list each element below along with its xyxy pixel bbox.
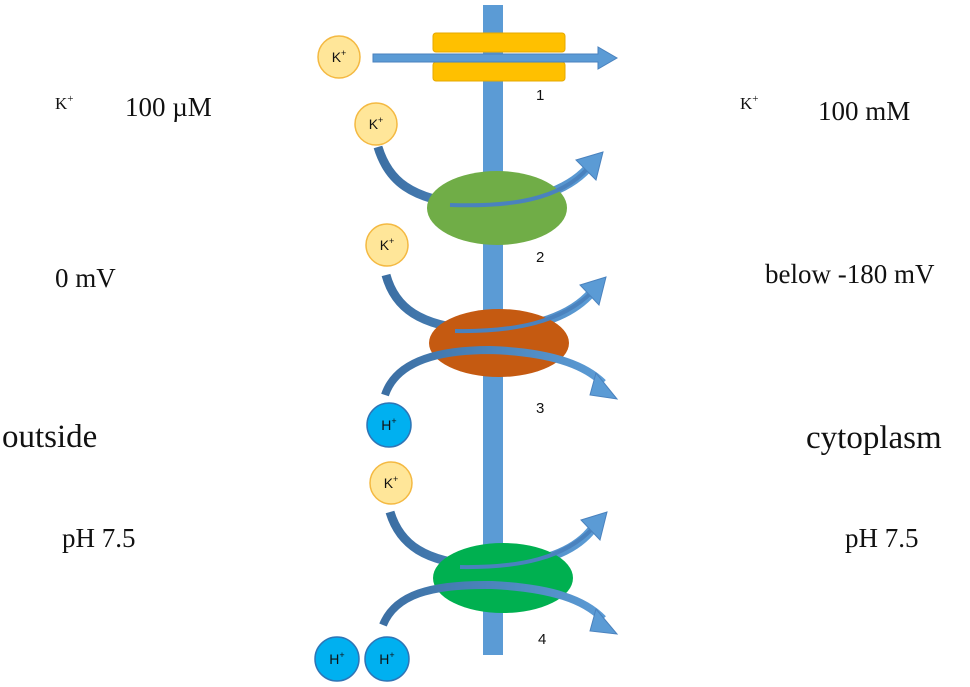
outside-potential: 0 mV (55, 263, 116, 293)
k-ion-circle (369, 461, 413, 505)
transporter-1-channel: 1 (372, 32, 618, 104)
outside-side-label: outside (2, 419, 97, 455)
transporter-4: 4 (379, 510, 619, 648)
transporter-3-protein (429, 309, 569, 377)
h-ion-label: H+ (379, 650, 394, 667)
outside-k-concentration: 100 µM (125, 92, 212, 122)
transporter-3-h-arrow-head (589, 371, 619, 400)
k-ion-label: K+ (380, 236, 395, 253)
outside-labels: K+ 100 µM 0 mV outside pH 7.5 (2, 92, 212, 553)
transporter-4-k-arrow-head (580, 511, 608, 542)
transporter-4-h-arrow-head (589, 607, 619, 635)
ion-h-3: H+ (364, 636, 410, 682)
cytoplasm-potential: below -180 mV (765, 259, 935, 289)
transporter-3: 3 (381, 273, 619, 417)
outside-ph: pH 7.5 (62, 523, 136, 553)
ion-h-2: H+ (314, 636, 360, 682)
transporter-3-number: 3 (536, 400, 544, 417)
cytoplasm-labels: K+ 100 mM below -180 mV cytoplasm pH 7.5 (740, 93, 942, 553)
transporter-4-number: 4 (538, 631, 546, 648)
cytoplasm-k-label: K+ (740, 93, 759, 113)
transporter-2-arrow-head (575, 151, 604, 181)
transporter-4-k-arrow-front (459, 526, 595, 570)
channel-subunit-bottom (432, 61, 566, 82)
ion-k-2: K+ (354, 102, 398, 146)
k-ion-circle (317, 35, 361, 79)
cytoplasm-k-concentration: 100 mM (818, 96, 910, 126)
transporter-3-k-arrow-front (454, 290, 594, 334)
h-ion-circle (364, 636, 410, 682)
transporter-2-protein (427, 171, 567, 245)
k-ion-label: K+ (332, 48, 347, 65)
k-ion-label: K+ (369, 115, 384, 132)
ion-k-4: K+ (369, 461, 413, 505)
h-ion-circle (366, 402, 412, 448)
outside-k-label: K+ (55, 93, 74, 113)
transporter-4-h-arrow (379, 580, 606, 627)
transporter-3-k-arrow-head (579, 276, 607, 307)
h-ion-circle (314, 636, 360, 682)
cytoplasm-ph: pH 7.5 (845, 523, 919, 553)
k-ion-circle (365, 223, 409, 267)
ion-h-1: H+ (366, 402, 412, 448)
ion-k-1: K+ (317, 35, 361, 79)
transporter-2: 2 (373, 145, 604, 266)
k-ion-label: K+ (384, 474, 399, 491)
channel-subunit-top (432, 32, 566, 53)
h-ion-label: H+ (381, 416, 396, 433)
transporter-3-h-arrow (381, 345, 606, 397)
channel-flux-arrow (372, 46, 618, 70)
k-ion-circle (354, 102, 398, 146)
transporter-2-number: 2 (536, 249, 544, 266)
transporter-2-arrow-front (449, 166, 590, 208)
ion-k-3: K+ (365, 223, 409, 267)
cytoplasm-side-label: cytoplasm (806, 420, 942, 456)
h-ion-label: H+ (329, 650, 344, 667)
transporter-1-number: 1 (536, 87, 544, 104)
